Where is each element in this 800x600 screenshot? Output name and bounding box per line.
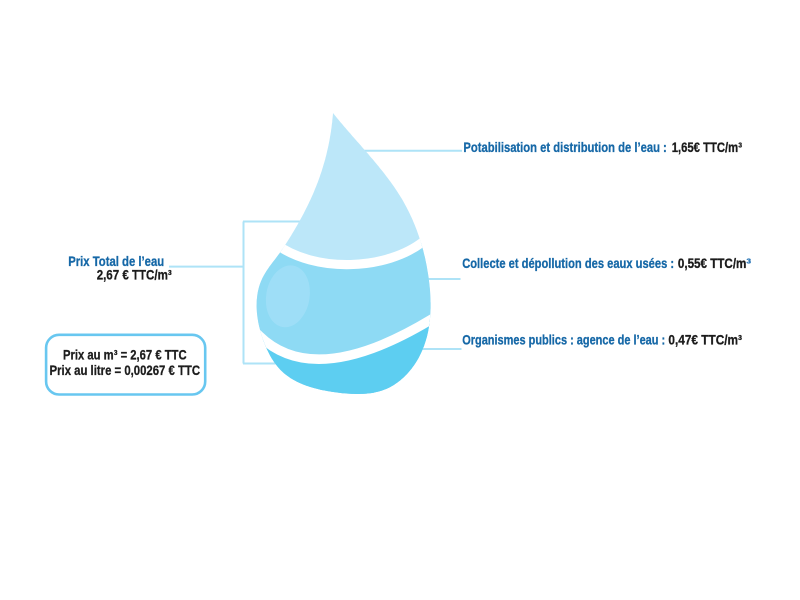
svg-text:Collecte et dépollution des ea: Collecte et dépollution des eaux usées :… bbox=[462, 255, 751, 271]
svg-text:Potabilisation et distribution: Potabilisation et distribution de l’eau … bbox=[463, 139, 742, 155]
svg-text:Prix Total de l’eau: Prix Total de l’eau bbox=[68, 253, 164, 269]
svg-text:Prix au m³ = 2,67 € TTC: Prix au m³ = 2,67 € TTC bbox=[63, 347, 187, 363]
svg-text:Organismes publics : agence de: Organismes publics : agence de l’eau : 0… bbox=[462, 331, 742, 347]
svg-text:2,67 € TTC/m³: 2,67 € TTC/m³ bbox=[97, 267, 172, 283]
svg-text:Prix au litre = 0,00267 € TTC: Prix au litre = 0,00267 € TTC bbox=[50, 362, 201, 378]
